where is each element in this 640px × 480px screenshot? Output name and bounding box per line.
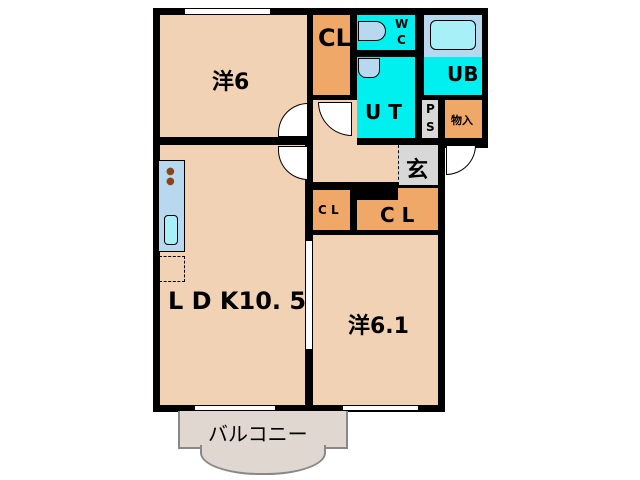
closet-small [313,190,350,230]
sink-icon [358,58,380,78]
front-door[interactable] [446,145,476,175]
bath-label: UB [447,62,479,86]
closet-small-label: C L [318,203,339,217]
window-top [185,8,270,15]
balcony-label: バルコニー [208,422,308,446]
sliding-door-ldk[interactable] [305,240,313,350]
ps-label-p: P [426,102,435,116]
fridge-space [159,256,185,282]
ldk-label: L D K10. 5 [168,287,307,315]
stove-icon: ●● [166,166,175,187]
western-room-2-label: 洋6.1 [348,314,409,339]
utility-label: U T [365,100,402,124]
balcony-bay [200,445,326,475]
toilet-icon [358,21,386,41]
window-western2 [343,405,418,411]
ps-label-s: S [426,120,435,134]
wc-label-c: C [397,33,406,47]
western-room-1-label: 洋6 [212,70,250,95]
sink-basin-icon [164,215,178,245]
bathtub-icon [430,20,476,50]
storage-label: 物入 [451,114,473,127]
window-ldk [195,405,275,411]
bath [424,57,482,95]
entrance-label: 玄 [406,158,429,183]
closet-mid [357,200,438,230]
wc-label-w: W [395,17,409,31]
pipe-space [422,100,438,138]
western-room-2 [313,235,438,405]
closet-top-label: CL [318,24,351,52]
closet-top [313,15,350,95]
closet-mid-top [398,188,438,200]
entrance [398,145,438,185]
storage [445,100,482,138]
closet-mid-label: C L [380,203,415,227]
